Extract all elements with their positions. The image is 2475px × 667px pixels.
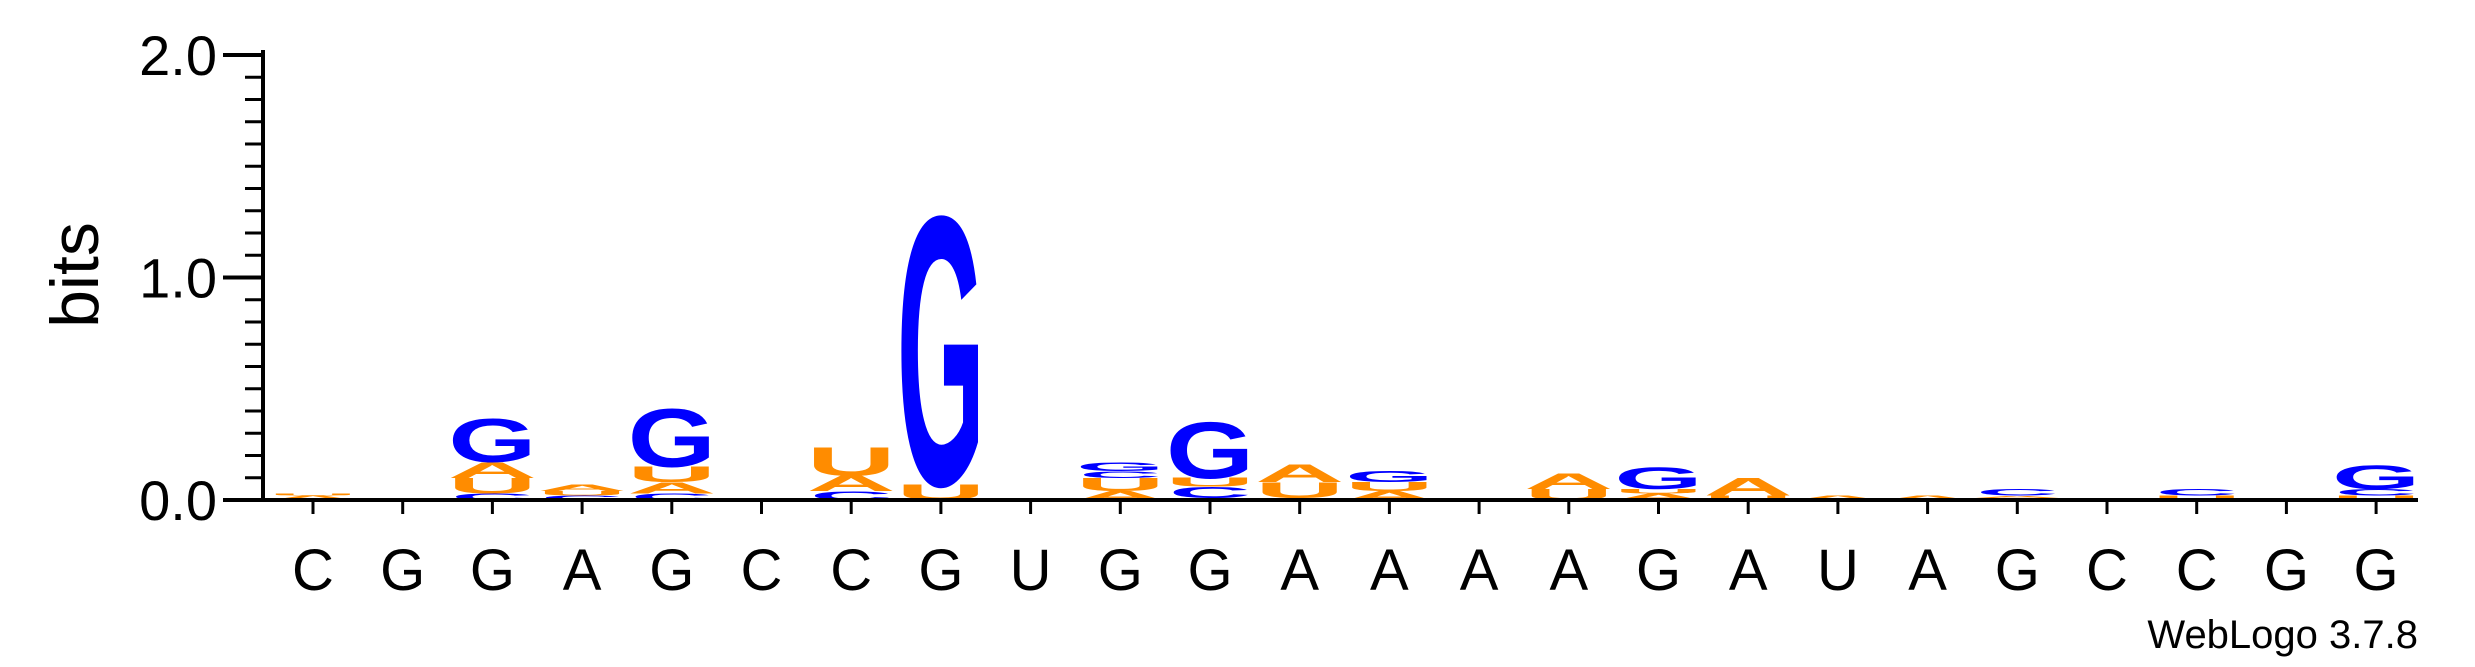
logo-letter-a: A (807, 471, 896, 495)
position-label: G (2264, 538, 2309, 603)
position-label: G (2354, 538, 2399, 603)
logo-letter-g: G (448, 406, 536, 475)
logo-letter-a: A (538, 483, 627, 493)
logo-letter-g: G (628, 392, 716, 485)
logo-letter-a: A (448, 458, 537, 482)
plot-area: AUCUAGCUACAUGCAUUGAUCGACUGCUAAUGUAAUGUAA… (268, 137, 2420, 567)
logo-letter-c: C (2156, 487, 2238, 497)
logo-letter-a: A (1883, 494, 1972, 501)
logo-letter-g: G (2332, 458, 2420, 496)
position-label: C (2176, 538, 2218, 603)
position-label: G (1098, 538, 1143, 603)
position-label: G (918, 538, 963, 603)
position-label: A (1460, 538, 1499, 603)
position-label: C (741, 538, 783, 603)
logo-letter-c: C (1976, 487, 2058, 497)
position-label: A (1908, 538, 1947, 603)
position-label: C (292, 538, 334, 603)
y-tick-label: 0.0 (139, 469, 217, 532)
position-label: U (1817, 538, 1859, 603)
logo-letter-c: C (631, 492, 713, 502)
logo-letter-u: U (448, 474, 537, 498)
position-label: C (830, 538, 872, 603)
logo-letter-u: U (2152, 494, 2241, 501)
position-label: G (1636, 538, 1681, 603)
logo-letter-g: G (1345, 468, 1433, 485)
logo-letter-c: C (1079, 469, 1161, 479)
logo-letter-u: U (537, 490, 626, 497)
logo-letter-a: A (1793, 494, 1882, 501)
position-label: C (2086, 538, 2128, 603)
y-tick-label: 2.0 (139, 24, 217, 87)
position-label: A (1370, 538, 1409, 603)
position-label: G (470, 538, 515, 603)
position-label: G (1187, 538, 1232, 603)
position-label: G (649, 538, 694, 603)
logo-letter-c: C (451, 492, 533, 502)
logo-letter-c: C (1169, 484, 1251, 501)
position-label: A (563, 538, 602, 603)
position-label: U (1010, 538, 1052, 603)
position-label: A (1729, 538, 1768, 603)
y-axis: 0.0 1.0 2.0 (139, 24, 265, 532)
position-label: A (1280, 538, 1319, 603)
logo-letter-u: U (1165, 475, 1254, 489)
logo-letter-g: G (1166, 405, 1254, 495)
y-tick-label: 1.0 (139, 247, 217, 310)
y-axis-label: bits (37, 222, 113, 328)
logo-letter-u: U (268, 493, 357, 496)
logo-letter-g: G (897, 137, 985, 567)
logo-letter-u: U (1076, 474, 1165, 495)
logo-letter-a: A (1704, 473, 1793, 501)
logo-letter-a: A (627, 479, 716, 496)
logo-letter-a: A (1973, 495, 2062, 498)
logo-letter-g: G (1076, 460, 1164, 474)
logo-letter-a: A (1255, 460, 1344, 488)
position-label: A (1549, 538, 1588, 603)
logo-letter-u: U (1345, 480, 1434, 494)
position-label: G (380, 538, 425, 603)
logo-letter-a: A (1614, 492, 1703, 502)
position-label: G (1995, 538, 2040, 603)
logo-letter-a: A (1524, 469, 1613, 493)
logo-letter-u: U (2331, 494, 2420, 501)
weblogo-credit: WebLogo 3.7.8 (2147, 613, 2418, 657)
logo-letter-c: C (541, 494, 623, 501)
logo-letter-a: A (268, 494, 357, 501)
logo-letter-c: C (2335, 487, 2417, 497)
logo-letter-u: U (627, 463, 716, 487)
logo-letter-u: U (1614, 488, 1703, 495)
logo-letter-u: U (1704, 494, 1793, 501)
logo-letter-u: U (807, 439, 896, 484)
logo-letter-g: G (1614, 461, 1702, 496)
